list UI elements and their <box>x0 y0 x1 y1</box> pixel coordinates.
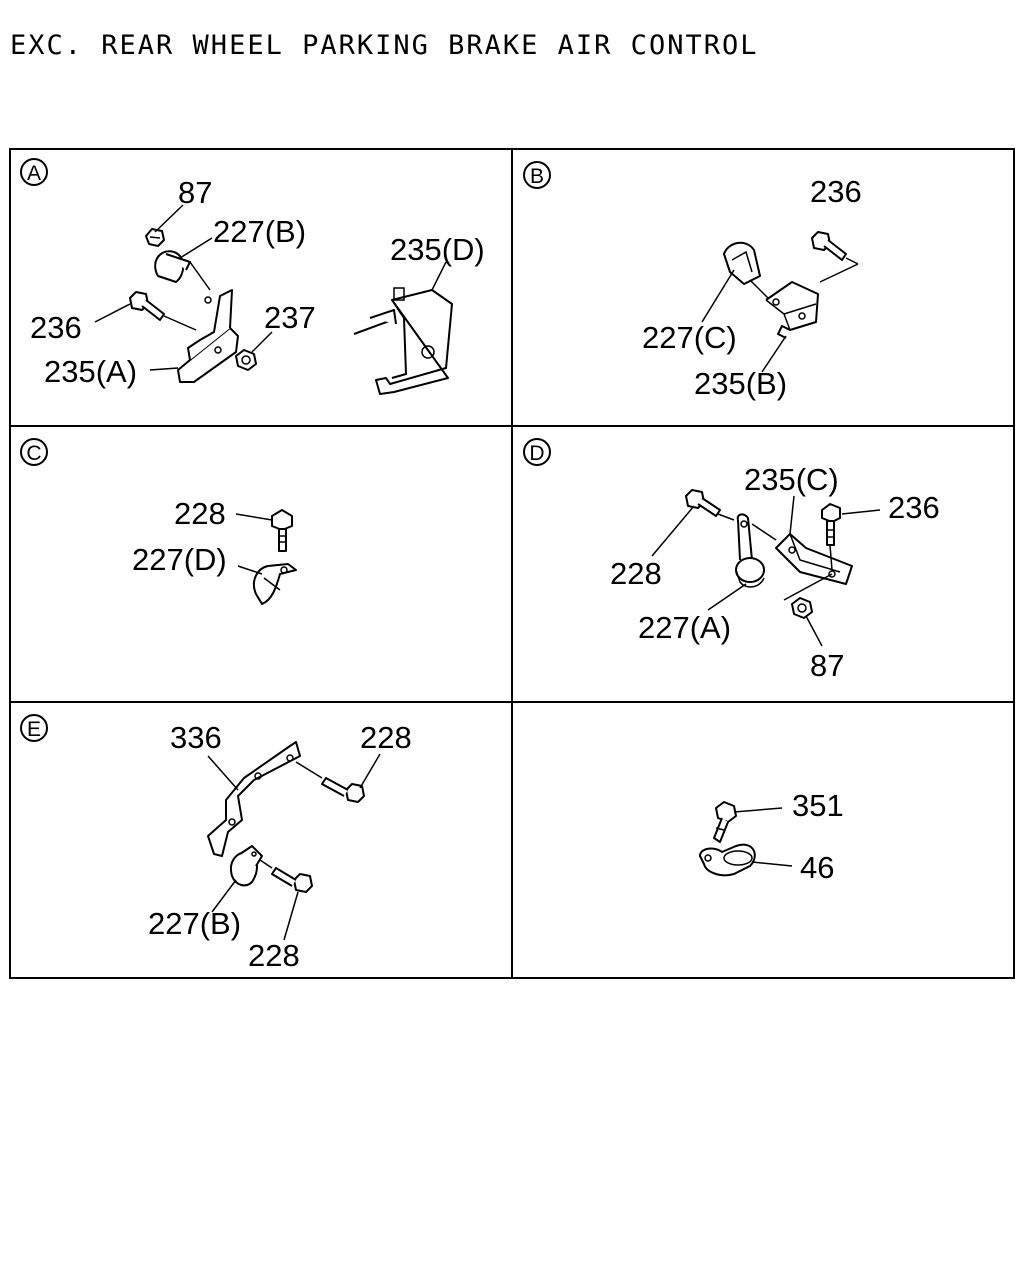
leader-227b <box>211 879 237 913</box>
svg-text:B: B <box>530 165 544 188</box>
bolt-236 <box>821 503 841 571</box>
label-235d: 235(D) <box>390 232 485 267</box>
panel-letter-a: A <box>20 158 48 186</box>
leader-235d <box>431 261 447 291</box>
nut-87 <box>145 228 165 247</box>
panel-d: D 228 227(A) 235(C) <box>523 438 940 683</box>
label-227d: 227(D) <box>132 542 227 577</box>
leader-227b <box>179 237 213 259</box>
label-227b: 227(B) <box>148 906 241 941</box>
nut-87 <box>791 597 813 619</box>
clip-227c <box>723 241 771 301</box>
leader-227a <box>707 583 747 611</box>
label-46: 46 <box>800 850 834 885</box>
bracket-336 <box>207 741 301 857</box>
bolt-236 <box>129 291 197 331</box>
leader-235c <box>789 495 795 535</box>
panel-letter-d: D <box>523 438 551 466</box>
leader-87 <box>154 204 184 233</box>
bracket-235b <box>765 281 819 339</box>
panel-f: 351 46 <box>699 788 844 885</box>
label-228: 228 <box>610 556 662 591</box>
bracket-235c <box>751 523 853 601</box>
leader-87 <box>805 615 823 647</box>
label-236: 236 <box>810 174 862 209</box>
panel-b: B 236 227(C) 235(B) <box>523 161 862 401</box>
leader-227c <box>701 269 735 323</box>
label-228: 228 <box>174 496 226 531</box>
leader-235a <box>149 367 179 371</box>
clip-227b <box>230 845 263 887</box>
leader-336 <box>207 755 239 791</box>
leader-237 <box>251 331 273 353</box>
page-title: EXC. REAR WHEEL PARKING BRAKE AIR CONTRO… <box>10 30 759 61</box>
label-351: 351 <box>792 788 844 823</box>
bolt-351 <box>713 801 737 843</box>
leader-236 <box>841 509 881 515</box>
label-235a: 235(A) <box>44 354 137 389</box>
bolt-228-upper <box>295 761 365 803</box>
label-235c: 235(C) <box>744 462 839 497</box>
label-228-lower: 228 <box>248 938 300 973</box>
svg-text:E: E <box>27 718 41 741</box>
label-227a: 227(A) <box>638 610 731 645</box>
clip-46 <box>699 843 756 877</box>
leader-227d <box>237 565 263 575</box>
clip-227a <box>735 513 765 588</box>
panel-e: E 336 228 227(B) <box>20 714 412 973</box>
panel-letter-e: E <box>20 714 48 742</box>
label-87: 87 <box>810 648 844 683</box>
svg-text:A: A <box>27 162 41 185</box>
bracket-235d <box>353 287 453 395</box>
leader-235b <box>761 335 787 373</box>
svg-text:C: C <box>26 442 41 465</box>
label-237: 237 <box>264 300 316 335</box>
clip-227b <box>154 250 211 291</box>
label-236: 236 <box>888 490 940 525</box>
label-87: 87 <box>178 175 212 210</box>
label-227c: 227(C) <box>642 320 737 355</box>
svg-text:D: D <box>529 442 544 465</box>
bolt-228 <box>271 509 293 552</box>
leader-236 <box>94 303 131 323</box>
leader-351 <box>733 807 783 813</box>
bracket-235a <box>177 289 239 383</box>
bolt-228-lower <box>259 859 313 893</box>
leader-228-upper <box>359 753 381 789</box>
panel-letter-b: B <box>523 161 551 189</box>
leader-46 <box>751 861 793 867</box>
panel-letter-c: C <box>20 438 48 466</box>
clip-227d <box>252 563 297 605</box>
label-236: 236 <box>30 310 82 345</box>
panel-c: C 228 227(D) <box>20 438 297 605</box>
label-228-upper: 228 <box>360 720 412 755</box>
leader-228 <box>235 513 273 521</box>
panel-grid <box>9 148 1015 979</box>
bolt-228 <box>685 489 735 521</box>
label-227b: 227(B) <box>213 214 306 249</box>
leader-228 <box>651 505 695 557</box>
label-235b: 235(B) <box>694 366 787 401</box>
bolt-236 <box>811 231 859 283</box>
nut-237 <box>235 349 257 371</box>
panel-a: A 87 227(B) 235(A) <box>20 158 485 395</box>
label-336: 336 <box>170 720 222 755</box>
leader-228-lower <box>283 891 299 941</box>
